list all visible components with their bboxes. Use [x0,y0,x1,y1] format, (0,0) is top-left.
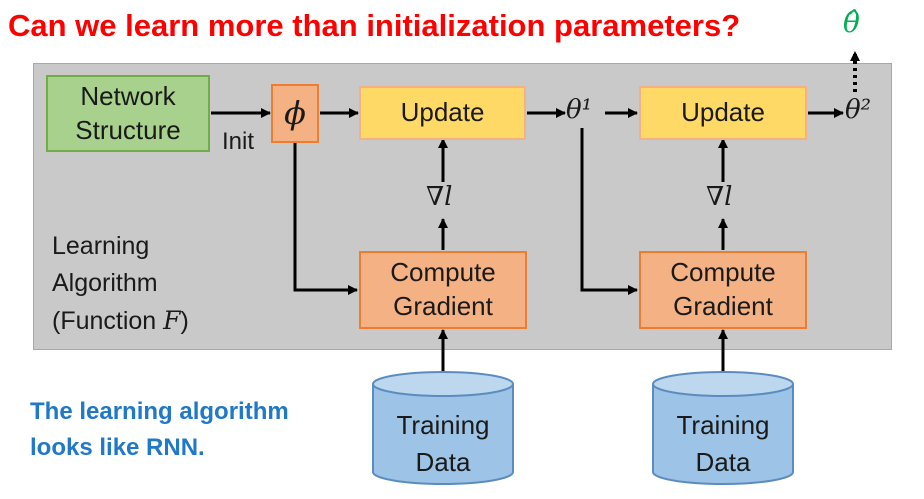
training-data-1-line1: Training [396,410,490,440]
function-f-symbol: F [163,306,181,335]
compute-gradient-1-line2: Gradient [393,291,493,321]
training-data-label-1: Training Data [372,407,514,481]
network-structure-box: Network Structure [46,75,210,152]
rnn-note-line1: The learning algorithm [30,398,289,425]
arrow-phi-to-compute1 [293,143,358,295]
rnn-note: The learning algorithm looks like RNN. [30,394,289,466]
training-data-2-line2: Data [695,447,751,477]
training-data-1-line2: Data [415,447,471,477]
slide-title: Can we learn more than initialization pa… [8,8,741,43]
training-data-cylinder-1 [372,371,514,485]
theta1-label: θ¹ [566,95,593,125]
update-box-1: Update [359,86,526,140]
learning-algorithm-label: Learning Algorithm (Function F) [52,228,189,340]
compute-gradient-1-line1: Compute [390,257,496,288]
grad-label-2: ∇l [706,182,733,212]
compute-gradient-box-1: Compute Gradient [359,251,527,329]
training-data-cylinder-2 [652,371,794,485]
learning-algorithm-line2: Algorithm [52,269,158,297]
compute-gradient-2-line1: Compute [670,257,776,288]
training-data-2-line1: Training [676,410,770,440]
init-label: Init [222,128,255,155]
network-structure-line1: Network [80,80,176,111]
training-data-label-2: Training Data [652,407,794,481]
arrow-theta1-to-compute2 [580,128,638,295]
compute-gradient-2-line2: Gradient [673,291,773,321]
learning-algorithm-line1: Learning [52,232,150,260]
phi-box: ϕ [271,84,319,143]
theta2-label: θ² [845,95,872,125]
rnn-note-line2: looks like RNN. [30,434,205,461]
compute-gradient-box-2: Compute Gradient [639,251,807,329]
theta-hat-label: θ̂ [843,6,860,39]
network-structure-line2: Structure [75,114,181,145]
learning-algorithm-line3: (Function F) [52,306,189,335]
grad-label-1: ∇l [426,182,453,212]
update-box-2: Update [639,86,807,140]
